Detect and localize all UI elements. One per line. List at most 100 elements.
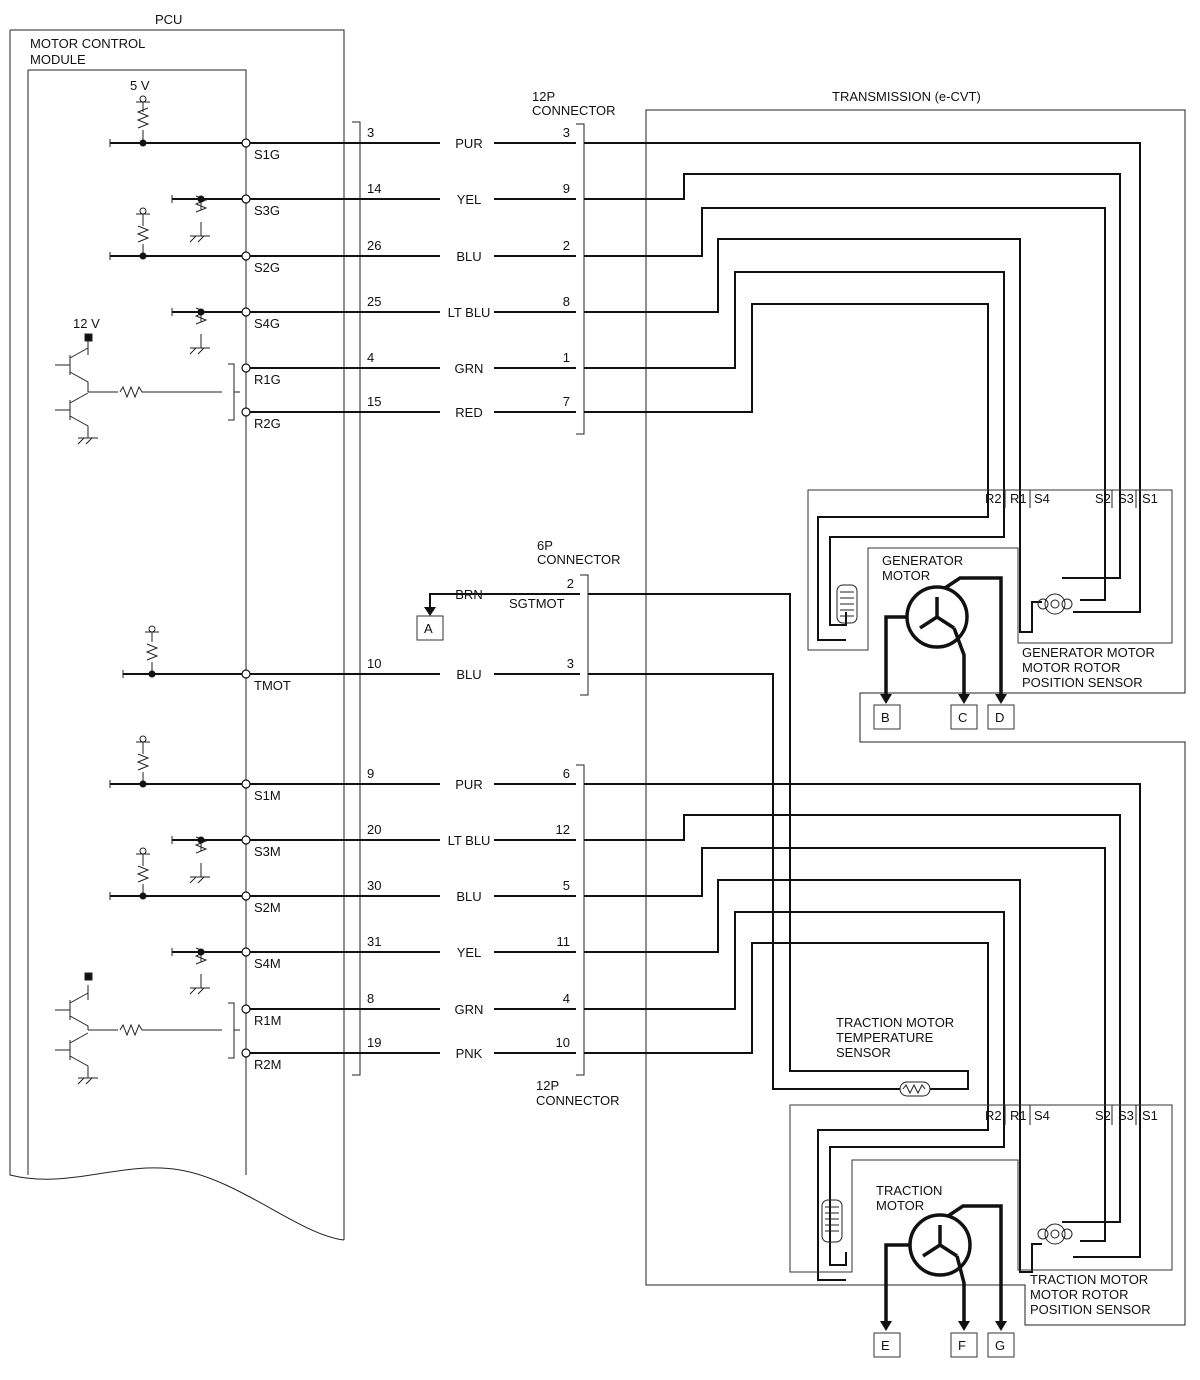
terminal-label: S4M xyxy=(254,956,281,971)
wire-color-label: BLU xyxy=(456,889,481,904)
trac-sensor-label-1: TRACTION MOTOR xyxy=(1030,1272,1148,1287)
generator-sensor-wiring xyxy=(584,142,1141,1090)
junction-dot xyxy=(139,252,147,260)
pin-number: 19 xyxy=(367,1035,381,1050)
junction-dot xyxy=(139,780,147,788)
terminal-pin xyxy=(241,835,251,845)
junction-dot xyxy=(197,948,205,956)
wire-color-label: PNK xyxy=(456,1046,483,1061)
terminal-label: S2M xyxy=(254,900,281,915)
gen-sensor-label-3: POSITION SENSOR xyxy=(1022,675,1143,690)
svg-text:C: C xyxy=(958,710,967,725)
pin-number: 20 xyxy=(367,822,381,837)
driver-circuits xyxy=(55,333,240,1085)
transmission-outline xyxy=(645,109,1186,1326)
terminal-label: TMOT xyxy=(254,678,291,693)
supply-5v-label: 5 V xyxy=(130,78,150,93)
terminal-pin xyxy=(241,194,251,204)
connector-6p-label-1: 6P xyxy=(537,538,553,553)
wire-row-4: S4G 25 LT BLU 8 xyxy=(171,294,576,331)
wire-color-label: BLU xyxy=(456,249,481,264)
pin-number: 10 xyxy=(367,656,381,671)
mcm-label-2: MODULE xyxy=(30,52,86,67)
trac-terminal-r2: R2 xyxy=(985,1108,1002,1123)
pin-number: 25 xyxy=(367,294,381,309)
terminal-label: R2M xyxy=(254,1057,281,1072)
svg-text:B: B xyxy=(881,710,890,725)
pin-number: 9 xyxy=(367,766,374,781)
terminal-pin xyxy=(241,251,251,261)
junction-dot xyxy=(197,836,205,844)
terminal-label: S3M xyxy=(254,844,281,859)
junction-dot xyxy=(148,670,156,678)
gen-terminal-s4: S4 xyxy=(1034,491,1050,506)
transmission-label: TRANSMISSION (e-CVT) xyxy=(832,89,981,104)
connector-12p-top: 12P CONNECTOR xyxy=(532,89,616,435)
sgtmot-label: SGTMOT xyxy=(509,596,565,611)
gen-terminal-s1: S1 xyxy=(1142,491,1158,506)
pin-number: 3 xyxy=(367,125,374,140)
trac-terminal-s2: S2 xyxy=(1095,1108,1111,1123)
terminal-pin xyxy=(241,669,251,679)
connector-12p-bottom-label-2: CONNECTOR xyxy=(536,1093,620,1108)
gen-position-sensor-icon xyxy=(1037,593,1073,615)
gen-sensor-label-2: MOTOR ROTOR xyxy=(1022,660,1120,675)
connector-pin-number: 8 xyxy=(563,294,570,309)
terminal-pin xyxy=(241,363,251,373)
connector-pin-number: 12 xyxy=(556,822,570,837)
pcu-outline xyxy=(9,29,345,1241)
supply-12v-label: 12 V xyxy=(73,316,100,331)
pin-number: 30 xyxy=(367,878,381,893)
junction-dot xyxy=(197,195,205,203)
trac-terminal-s1: S1 xyxy=(1142,1108,1158,1123)
connector-12p-top-label-1: 12P xyxy=(532,89,555,104)
trac-terminal-s3: S3 xyxy=(1118,1108,1134,1123)
connector-pin-number: 4 xyxy=(563,991,570,1006)
terminal-pin xyxy=(241,307,251,317)
junction-dot xyxy=(139,139,147,147)
connector-6p: 6P CONNECTOR SGTMOT xyxy=(509,538,621,696)
terminal-pin xyxy=(241,779,251,789)
gen-terminal-s2: S2 xyxy=(1095,491,1111,506)
pcu-label: PCU xyxy=(155,12,182,27)
reference-g: G xyxy=(987,1332,1015,1358)
terminal-label: R1G xyxy=(254,372,281,387)
traction-sensor-wiring xyxy=(584,783,1141,1281)
gen-terminal-s3: S3 xyxy=(1118,491,1134,506)
temp-sensor-label-3: SENSOR xyxy=(836,1045,891,1060)
traction-motor-assembly: R2 R1 S4 S2 S3 S1 TRACTION MOTOR TRACTIO… xyxy=(789,1104,1173,1331)
svg-text:F: F xyxy=(958,1338,966,1353)
connector-pin-number: 10 xyxy=(556,1035,570,1050)
connector-pin-number: 6 xyxy=(563,766,570,781)
junction-dot xyxy=(197,308,205,316)
wire-color-label: PUR xyxy=(455,777,482,792)
wire-color-label: YEL xyxy=(457,192,482,207)
terminal-label: S4G xyxy=(254,316,280,331)
wire-color-label: BLU xyxy=(456,667,481,682)
terminal-label: S1G xyxy=(254,147,280,162)
pin-number: 4 xyxy=(367,350,374,365)
input-circuits xyxy=(136,95,210,995)
terminal-label: S1M xyxy=(254,788,281,803)
wire-color-label: YEL xyxy=(457,945,482,960)
trac-terminal-r1: R1 xyxy=(1010,1108,1027,1123)
pin-number: 26 xyxy=(367,238,381,253)
trac-motor-label-2: MOTOR xyxy=(876,1198,924,1213)
wire-color-label: LT BLU xyxy=(448,305,491,320)
reference-e: E xyxy=(873,1332,901,1358)
connector-12p-bottom: 12P CONNECTOR xyxy=(536,764,620,1108)
reference-b: B xyxy=(873,704,901,730)
gen-sensor-label-1: GENERATOR MOTOR xyxy=(1022,645,1155,660)
connector-pin-number: 2 xyxy=(567,576,574,591)
terminal-pin xyxy=(241,138,251,148)
connector-pin-number: 7 xyxy=(563,394,570,409)
